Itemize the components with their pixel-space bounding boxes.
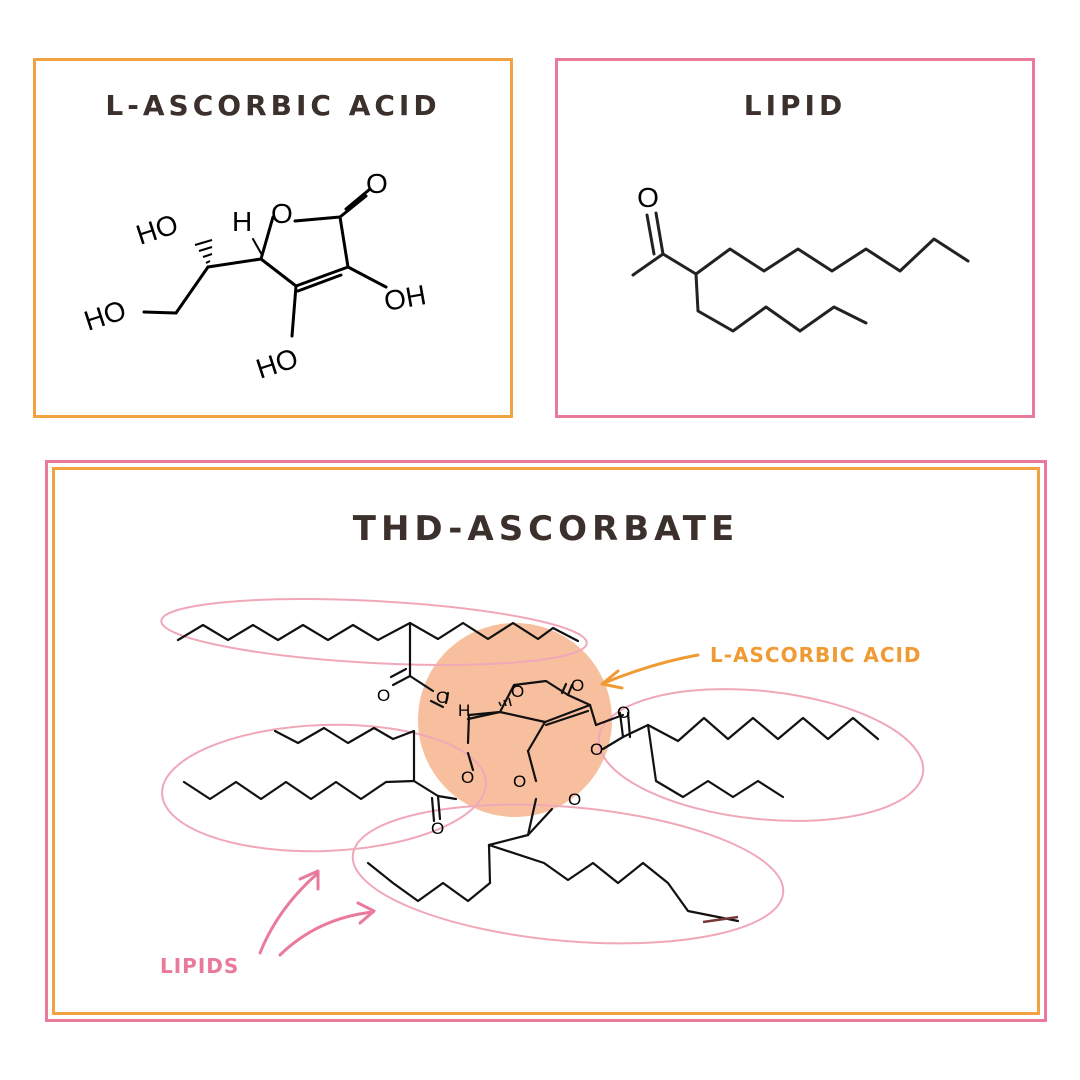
- ring-oxygen-label: O: [271, 198, 293, 229]
- ester-bottom-o: O: [568, 790, 581, 809]
- oh-right-label: OH: [382, 279, 429, 317]
- ascorbic-arrowhead: [600, 669, 624, 690]
- ho-bottom-label: HO: [252, 342, 302, 384]
- lipid-oxygen-label: O: [637, 182, 659, 213]
- lipids-annotation: LIPIDS: [160, 954, 239, 978]
- ho-top-label: HO: [132, 208, 182, 250]
- thd-ascorbate-title: THD-ASCORBATE: [352, 509, 740, 549]
- ho-left-label: HO: [80, 294, 130, 336]
- lipid-ellipse-right: [597, 688, 925, 822]
- thd-ascorbate-structure: O O O O O O O O O O H L-ASCORBIC ACID LI…: [160, 598, 925, 978]
- lipid-title: LIPID: [743, 89, 847, 122]
- inner-frame: [52, 467, 1040, 1015]
- lipids-arrow-1: [258, 871, 320, 955]
- ester-right-o: O: [617, 703, 630, 722]
- ascorbic-arrow: [602, 653, 700, 685]
- ascorbic-annotation: L-ASCORBIC ACID: [710, 643, 922, 667]
- ester-bottom-link-o: O: [513, 772, 526, 791]
- ascorbic-core-highlight: [418, 623, 612, 817]
- lipids-arrowhead-1: [298, 869, 320, 891]
- ascorbic-acid-structure: O O H HO HO OH HO: [80, 168, 429, 385]
- lipid-ellipse-top: [160, 598, 588, 666]
- lipid-structure: O: [631, 182, 970, 333]
- lipids-arrowhead-2: [356, 901, 376, 925]
- ascorbic-acid-panel: L-ASCORBIC ACID O O H: [33, 58, 513, 418]
- ester-left-link-o: O: [461, 768, 474, 787]
- carbonyl-oxygen-label: O: [366, 168, 388, 199]
- stereo-h: H: [458, 701, 470, 720]
- ring-o: O: [511, 682, 524, 701]
- lipid-ellipse-left: [161, 723, 487, 853]
- stereo-h-label: H: [232, 206, 252, 237]
- lipids-arrow-2: [278, 910, 375, 957]
- lipid-ellipse-bottom: [351, 803, 785, 945]
- ascorbic-acid-title: L-ASCORBIC ACID: [105, 89, 441, 122]
- ring-o-left: O: [436, 688, 449, 707]
- ester-left-o: O: [431, 819, 444, 838]
- ester-top-o: O: [377, 686, 390, 705]
- lipid-panel: LIPID O: [555, 58, 1035, 418]
- thd-ascorbate-panel: THD-ASCORBATE: [45, 460, 1047, 1022]
- ester-right-link-o: O: [590, 740, 603, 759]
- carbonyl-o: O: [571, 676, 584, 695]
